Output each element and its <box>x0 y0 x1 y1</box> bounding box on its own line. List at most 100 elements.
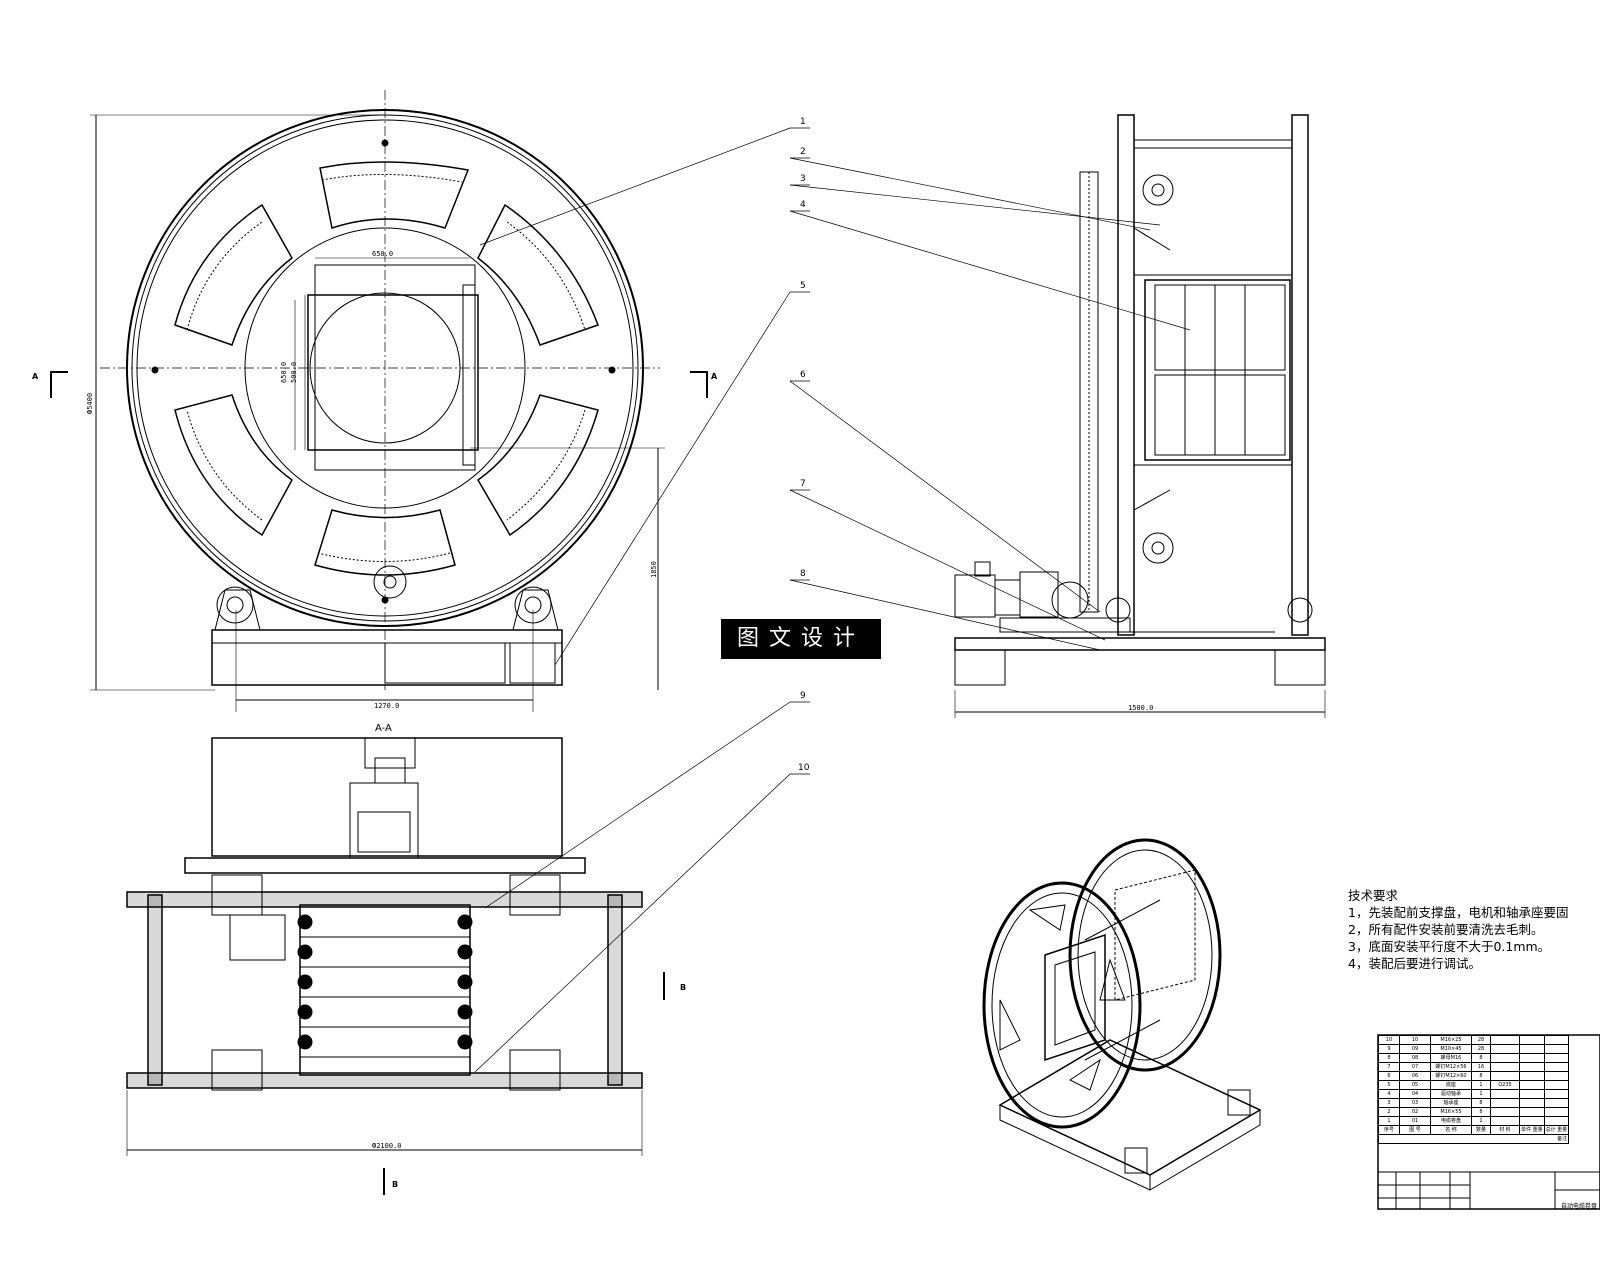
bom-cell: 9 <box>1378 1044 1400 1054</box>
balloon-9: 9 <box>800 691 806 701</box>
bom-cell <box>1490 1089 1520 1099</box>
bom-cell <box>1490 1035 1520 1045</box>
bom-cell <box>1519 1053 1545 1063</box>
bom-cell <box>1490 1062 1520 1072</box>
bom-cell <box>1519 1080 1545 1090</box>
watermark-banner: 图文设计 <box>721 619 881 659</box>
tech-requirement-item: 4，装配后要进行调试。 <box>1348 956 1481 971</box>
bom-cell <box>1519 1071 1545 1081</box>
bom-cell <box>1543 1035 1570 1045</box>
section-view-label: A-A <box>375 723 392 734</box>
front-view <box>50 90 708 712</box>
balloon-7: 7 <box>800 479 806 489</box>
balloon-6: 6 <box>800 370 806 380</box>
bom-cell: 08 <box>1399 1053 1431 1063</box>
leader-lines <box>474 127 1191 1073</box>
bom-cell: 驱动轴承 <box>1430 1089 1472 1099</box>
dim-side-base-width: 1500.0 <box>1128 704 1154 712</box>
bom-cell <box>1543 1062 1570 1072</box>
bom-header-cell: 总计 重量 <box>1543 1125 1570 1135</box>
tech-requirement-item: 1，先装配前支撑盘，电机和轴承座要固 <box>1348 905 1569 920</box>
bom-cell: 1 <box>1471 1116 1491 1126</box>
bom-header-row: 序号图 号名 称数量材 料单件 重量总计 重量 <box>1378 1125 1570 1135</box>
bom-cell: 4 <box>1378 1089 1400 1099</box>
bom-cell: Q235 <box>1490 1080 1520 1090</box>
bom-cell <box>1519 1089 1545 1099</box>
bom-cell <box>1490 1044 1520 1054</box>
bom-cell <box>1543 1071 1570 1081</box>
bom-cell <box>1519 1035 1545 1045</box>
bom-cell: 10 <box>1399 1035 1431 1045</box>
bom-cell: 5 <box>1378 1080 1400 1090</box>
balloon-4: 4 <box>800 200 806 210</box>
balloon-2: 2 <box>800 147 806 157</box>
tech-requirements: 技术要求 1，先装配前支撑盘，电机和轴承座要固 2，所有配件安装前要清洗去毛刺。… <box>1348 887 1568 972</box>
tech-requirements-title: 技术要求 <box>1348 888 1399 903</box>
bom-cell <box>1519 1062 1545 1072</box>
bom-cell: 2 <box>1378 1107 1400 1117</box>
bom-cell <box>1519 1044 1545 1054</box>
bom-cell: 1 <box>1471 1089 1491 1099</box>
dim-side-height: 1850 <box>650 561 658 578</box>
bom-cell: 螺母M16 <box>1430 1053 1472 1063</box>
bom-cell: 28 <box>1471 1044 1491 1054</box>
bom-header-cell: 单件 重量 <box>1519 1125 1545 1135</box>
bom-cell: 8 <box>1378 1053 1400 1063</box>
bom-cell: 8 <box>1471 1107 1491 1117</box>
bom-cell <box>1490 1107 1520 1117</box>
balloon-1: 1 <box>800 117 806 127</box>
tech-requirement-item: 3，底面安装平行度不大于0.1mm。 <box>1348 939 1551 954</box>
bom-cell <box>1490 1098 1520 1108</box>
bom-cell <box>1519 1107 1545 1117</box>
bom-cell <box>1490 1053 1520 1063</box>
balloon-3: 3 <box>800 174 806 184</box>
balloon-5: 5 <box>800 281 806 291</box>
bom-cell <box>1543 1107 1570 1117</box>
dim-overall-height: Ф5400 <box>86 392 94 414</box>
bom-cell: M16×25 <box>1430 1035 1472 1045</box>
dim-hub-h1: 650.0 <box>280 361 288 383</box>
side-view <box>954 114 1326 718</box>
dim-base-width-front: 1270.0 <box>374 702 400 710</box>
bom-cell: 7 <box>1378 1062 1400 1072</box>
section-mark-a-right: A <box>711 372 718 381</box>
bom-cell: 3 <box>1378 1098 1400 1108</box>
bom-header-cell: 序号 <box>1378 1125 1400 1135</box>
bom-cell: 轴承座 <box>1430 1098 1472 1108</box>
bom-cell: 02 <box>1399 1107 1431 1117</box>
bom-cell <box>1543 1044 1570 1054</box>
bom-header-cell: 图 号 <box>1399 1125 1431 1135</box>
bom-cell <box>1519 1116 1545 1126</box>
bom-cell <box>1519 1098 1545 1108</box>
bom-cell: M10×45 <box>1430 1044 1472 1054</box>
bom-cell <box>1543 1098 1570 1108</box>
dim-hub-h2: 500.0 <box>290 361 298 383</box>
bom-cell: 09 <box>1399 1044 1431 1054</box>
bom-cell: 螺钉M12×60 <box>1430 1071 1472 1081</box>
bom-cell: 螺钉M12×56 <box>1430 1062 1472 1072</box>
bom-cell: 电缆卷盘 <box>1430 1116 1472 1126</box>
bom-cell <box>1543 1089 1570 1099</box>
section-mark-b-bottom: B <box>392 1180 399 1189</box>
bom-cell: 1 <box>1471 1080 1491 1090</box>
bom-cell <box>1490 1071 1520 1081</box>
bom-cell: 06 <box>1399 1071 1431 1081</box>
bom-cell <box>1543 1053 1570 1063</box>
tech-requirement-item: 2，所有配件安装前要清洗去毛刺。 <box>1348 922 1544 937</box>
bom-cell <box>1490 1116 1520 1126</box>
bom-cell: 1 <box>1378 1116 1400 1126</box>
dim-hub-w1: 650.0 <box>372 250 394 258</box>
bom-header-cell: 材 料 <box>1490 1125 1520 1135</box>
bom-header-cell: 数量 <box>1471 1125 1491 1135</box>
bom-cell: 07 <box>1399 1062 1431 1072</box>
